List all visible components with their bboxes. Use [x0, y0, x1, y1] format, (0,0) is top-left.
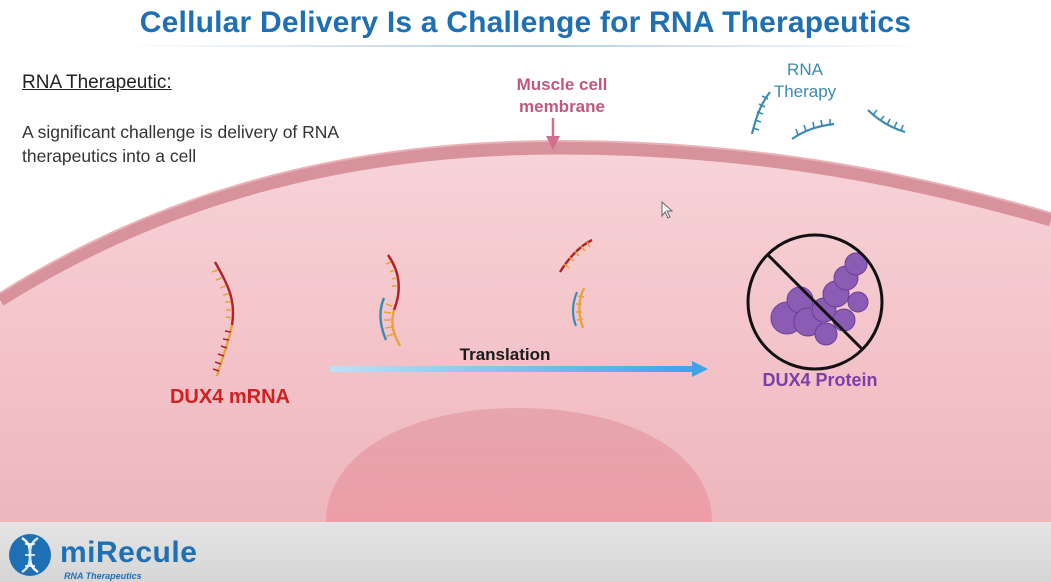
company-logo-text: miRecule: [60, 536, 198, 569]
slide-title: Cellular Delivery Is a Challenge for RNA…: [139, 6, 912, 39]
dux4-protein-label: DUX4 Protein: [762, 370, 878, 390]
cell-nucleus: [326, 408, 712, 522]
prohibition-icon: [746, 233, 884, 371]
rna-therapy-strand: [791, 119, 835, 140]
translation-arrow: [330, 366, 694, 372]
company-logo-subtext: RNA Therapeutics: [64, 571, 142, 581]
panel-body: A significant challenge is delivery of R…: [22, 122, 339, 166]
membrane-label: Muscle cell membrane: [516, 75, 608, 116]
cursor-icon: [661, 200, 674, 219]
mrna-therapy-duplex: [379, 254, 402, 347]
rna-therapy-strand: [867, 109, 906, 134]
dux4-mrna-strand: [211, 261, 235, 377]
cleaved-therapy-fragment: [572, 287, 586, 329]
footer-bar: [0, 522, 1051, 582]
panel-heading: RNA Therapeutic:: [22, 72, 172, 93]
title-underline: [120, 45, 930, 47]
cell-membrane: [0, 141, 1051, 306]
cleaved-mrna-fragment: [558, 238, 593, 273]
rna-therapy-label: RNA Therapy: [773, 60, 837, 101]
dna-logo-icon: [9, 534, 51, 576]
rna-therapy-strand: [750, 91, 771, 135]
dux4-mrna-label: DUX4 mRNA: [169, 386, 291, 408]
translation-label: Translation: [459, 345, 551, 364]
